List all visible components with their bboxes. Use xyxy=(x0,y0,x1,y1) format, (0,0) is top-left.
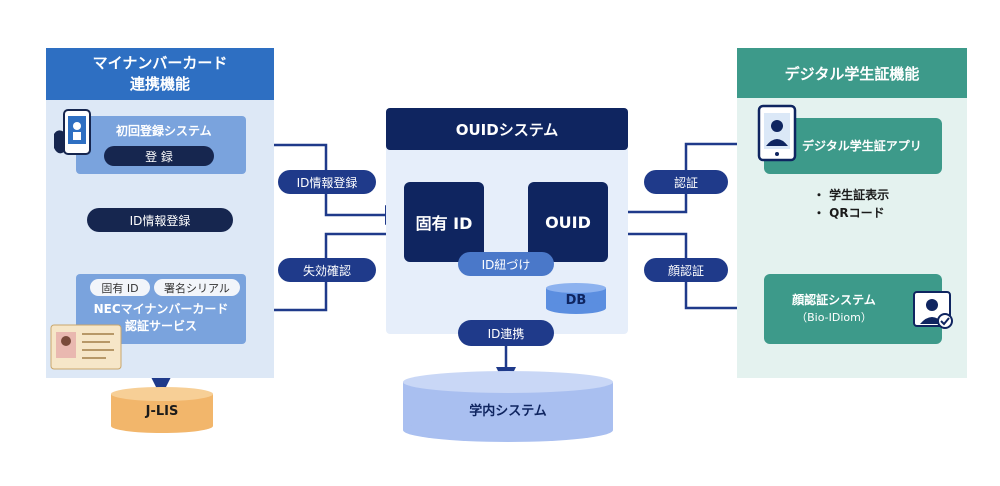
face-auth-system-sub: （Bio-IDiom） xyxy=(796,311,872,324)
cylinder-icon xyxy=(403,371,613,442)
jlis-label: J-LIS xyxy=(145,403,179,419)
bullet-student-id-display: ・ 学生証表示 xyxy=(813,188,890,202)
digital-student-id-header: デジタル学生証機能 xyxy=(737,48,967,98)
db-label: DB xyxy=(565,292,587,308)
unique-id-box[interactable]: 固有 ID xyxy=(404,182,484,262)
phone-hand-icon xyxy=(54,109,91,155)
jlis-cylinder-icon xyxy=(111,387,213,433)
unique-id-tag: 固有 ID xyxy=(90,279,150,296)
nec-auth-service-title: NECマイナンバーカード 認証サービス xyxy=(93,302,229,333)
signature-serial-tag: 署名シリアル xyxy=(154,279,240,296)
face-auth-label: 顔認証 xyxy=(644,258,728,282)
initial-registration-box[interactable]: 初回登録システム 登 録 xyxy=(76,116,246,174)
id-link-pill: ID紐づけ xyxy=(458,252,554,276)
face-scan-icon xyxy=(913,291,953,329)
id-info-registration-pill: ID情報登録 xyxy=(87,208,233,232)
smartphone-id-icon xyxy=(757,104,797,162)
mynumber-panel-title: マイナンバーカード 連携機能 xyxy=(92,54,228,93)
ouid-box[interactable]: OUID xyxy=(528,182,608,262)
face-auth-system-title: 顔認証システム xyxy=(792,292,876,307)
auth-label: 認証 xyxy=(644,170,728,194)
id-info-registration-label: ID情報登録 xyxy=(278,170,376,194)
bullet-qr-code: ・ QRコード xyxy=(813,206,885,220)
digital-student-id-app-label: デジタル学生証アプリ xyxy=(802,139,922,153)
initial-registration-title: 初回登録システム xyxy=(116,124,212,138)
campus-system-label: 学内システム xyxy=(469,403,547,419)
mynumber-panel-header: マイナンバーカード 連携機能 xyxy=(46,48,274,100)
id-linkage-pill: ID連携 xyxy=(458,320,554,346)
face-auth-system-box[interactable]: 顔認証システム （Bio-IDiom） xyxy=(764,274,942,344)
mynumber-card-icon xyxy=(50,324,122,370)
ouid-panel-header: OUIDシステム xyxy=(386,108,628,150)
register-button[interactable]: 登 録 xyxy=(104,146,214,166)
invalidation-check-label: 失効確認 xyxy=(278,258,376,282)
database-icon xyxy=(546,283,606,314)
